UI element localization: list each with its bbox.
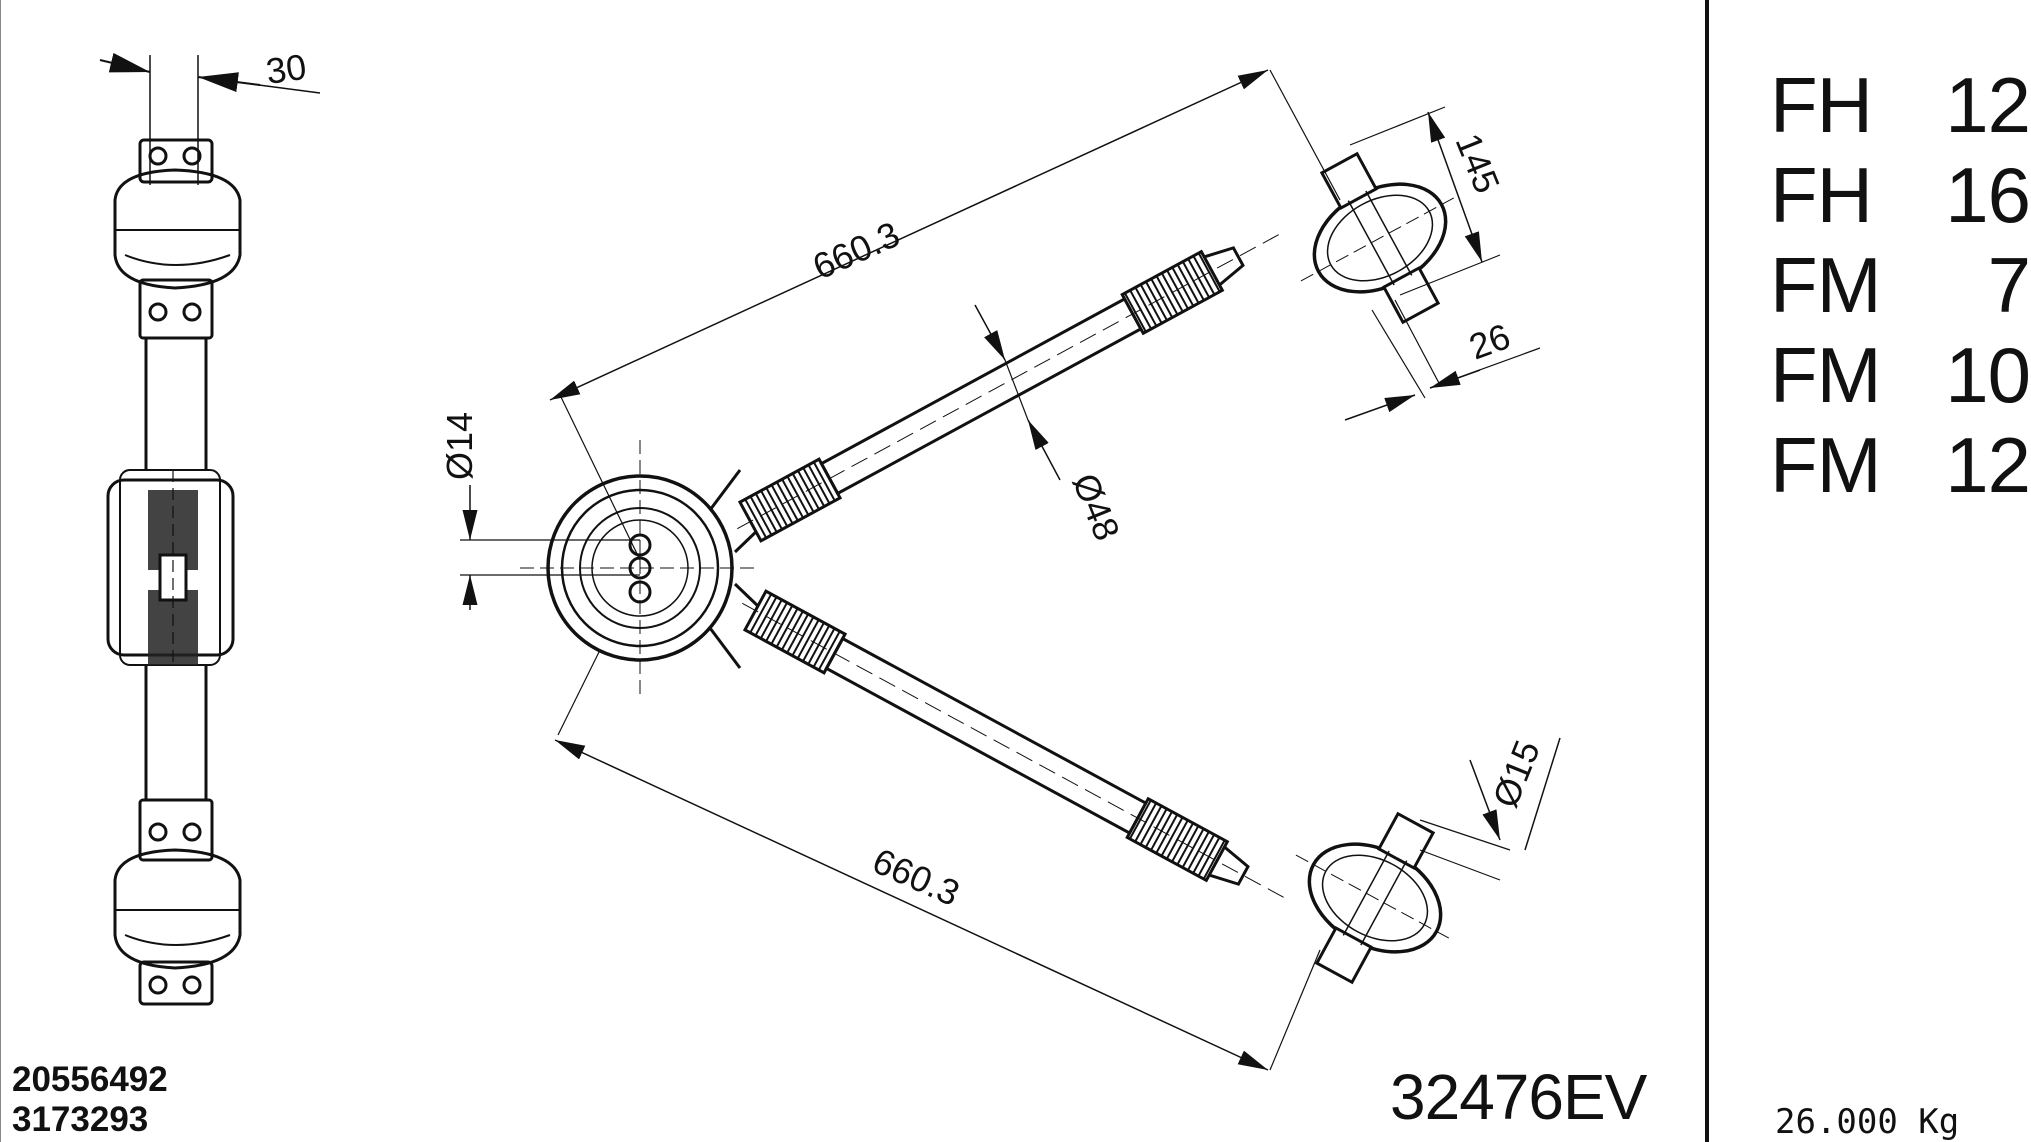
weight-label: 26.000 Kg: [1775, 1102, 1960, 1142]
dim-arm-length-upper: 660.3: [807, 213, 906, 287]
model-row: FM 7: [1770, 240, 2031, 330]
model-number: 16: [1945, 151, 2031, 239]
model-number: 12: [1945, 421, 2031, 509]
model-list: FH 12 FH 16 FM 7 FM 10 FM 12: [1770, 60, 2031, 510]
model-row: FM 10: [1770, 330, 2031, 420]
model-row: FM 12: [1770, 420, 2031, 510]
part-number: 20556492: [12, 1060, 168, 1099]
model-number: 10: [1945, 331, 2031, 419]
model-row: FH 12: [1770, 60, 2031, 150]
part-number: 3173293: [12, 1100, 149, 1139]
model-series: FM: [1770, 421, 1882, 509]
dim-bush-height: 145: [1448, 128, 1509, 199]
part-numbers: 20556492 3173293: [12, 1060, 168, 1140]
title-block-divider: [1705, 0, 1709, 1142]
v-arm-view: [460, 69, 1561, 1071]
model-row: FH 16: [1770, 150, 2031, 240]
model-series: FH: [1770, 61, 1873, 149]
dim-top-width: 30: [263, 46, 308, 92]
dim-center-hole: Ø14: [439, 412, 480, 480]
model-series: FH: [1770, 151, 1873, 239]
model-series: FM: [1770, 241, 1882, 329]
side-view: [99, 52, 321, 1006]
dim-arm-length-lower: 660.3: [867, 840, 966, 914]
model-series: FM: [1770, 331, 1882, 419]
dim-pin-diameter-lower: Ø15: [1484, 735, 1548, 813]
reference-code: 32476EV: [1390, 1061, 1647, 1133]
dim-tube-diameter: Ø48: [1065, 468, 1129, 546]
model-number: 7: [1987, 241, 2031, 329]
left-border-line: [0, 0, 1, 1142]
model-number: 12: [1945, 61, 2031, 149]
